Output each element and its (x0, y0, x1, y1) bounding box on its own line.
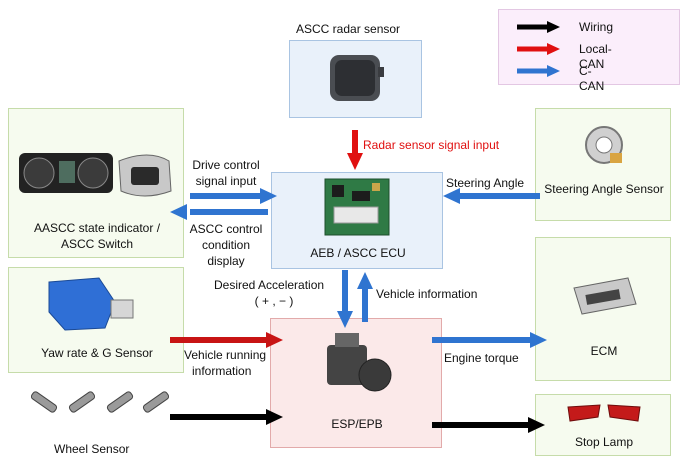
wiring-arrow-icon (517, 21, 560, 33)
ecu-to-indicator-arrow (170, 204, 268, 220)
radar-sensor-label: ASCC radar sensor (296, 22, 401, 36)
ecu-to-esp-arrow (337, 270, 353, 328)
radar-sensor-box (289, 40, 422, 118)
steering-sensor-icon (585, 126, 623, 164)
vehicle-running-label-line1: Vehicle running (184, 348, 267, 362)
drive-control-label-line2: signal input (195, 174, 257, 188)
legend-label: C-CAN (579, 64, 605, 93)
indicator-label-line2: ASCC Switch (60, 237, 134, 251)
vehicle-running-label-line2: information (192, 364, 252, 378)
desired-acceleration-sign-label: ( + , − ) (254, 294, 294, 308)
desired-acceleration-label: Desired Acceleration (214, 278, 325, 292)
esp-to-ecu-arrow (357, 272, 373, 322)
yaw-to-esp-arrow (170, 332, 283, 348)
legend-item-local-can: Local-CAN (517, 42, 612, 71)
indicator-to-ecu-arrow (190, 188, 277, 204)
engine-torque-label: Engine torque (444, 351, 519, 365)
ascc-condition-label-line1: ASCC control (189, 222, 263, 236)
legend-item-c-can: C-CAN (517, 64, 604, 93)
esp-module-icon (327, 333, 392, 392)
radar-sensor-icon (330, 55, 384, 101)
indicator-label-line1: AASCC state indicator / (33, 221, 161, 235)
esp-label: ESP/EPB (331, 417, 383, 431)
steering-sensor-box: Steering Angle Sensor (535, 108, 671, 221)
ecu-box: AEB / ASCC ECU (271, 172, 443, 269)
esp-to-ecm-arrow (432, 332, 547, 348)
ascc-condition-label-line2: condition (201, 238, 251, 252)
radar-to-ecu-arrow (347, 130, 363, 170)
stop-lamp-label: Stop Lamp (574, 435, 634, 449)
indicator-box: AASCC state indicator / ASCC Switch (8, 108, 184, 258)
cluster-and-switch-icon (19, 153, 172, 197)
esp-box: ESP/EPB (270, 318, 442, 448)
stop-lamp-icon (567, 404, 641, 422)
yaw-sensor-box: Yaw rate & G Sensor (8, 267, 184, 373)
legend: Wiring Local-CAN C-CAN (498, 9, 680, 93)
esp-to-stop-lamp-arrow (432, 417, 545, 433)
c-can-arrow-icon (517, 65, 560, 77)
steering-to-ecu-arrow (443, 188, 540, 204)
local-can-arrow-icon (517, 43, 560, 55)
yaw-sensor-label: Yaw rate & G Sensor (41, 346, 153, 360)
legend-label: Wiring (579, 20, 614, 34)
legend-label: Local-CAN (579, 42, 612, 71)
radar-signal-label: Radar sensor signal input (363, 138, 500, 152)
ecm-unit-icon (573, 277, 637, 315)
ecm-label: ECM (590, 344, 618, 358)
drive-control-label-line1: Drive control (192, 158, 260, 172)
vehicle-information-label: Vehicle information (376, 287, 478, 301)
ecu-board-icon (324, 178, 390, 236)
legend-item-wiring: Wiring (517, 20, 613, 36)
steering-angle-signal-label: Steering Angle (446, 176, 525, 190)
stop-lamp-box: Stop Lamp (535, 394, 671, 456)
ecm-box: ECM (535, 237, 671, 381)
wheel-to-esp-arrow (170, 409, 283, 425)
ascc-condition-label-line3: display (207, 254, 245, 268)
ecu-label: AEB / ASCC ECU (310, 246, 406, 260)
wheel-sensor-label: Wheel Sensor (54, 442, 130, 456)
yaw-sensor-icon (48, 277, 134, 331)
steering-sensor-label: Steering Angle Sensor (544, 182, 664, 196)
